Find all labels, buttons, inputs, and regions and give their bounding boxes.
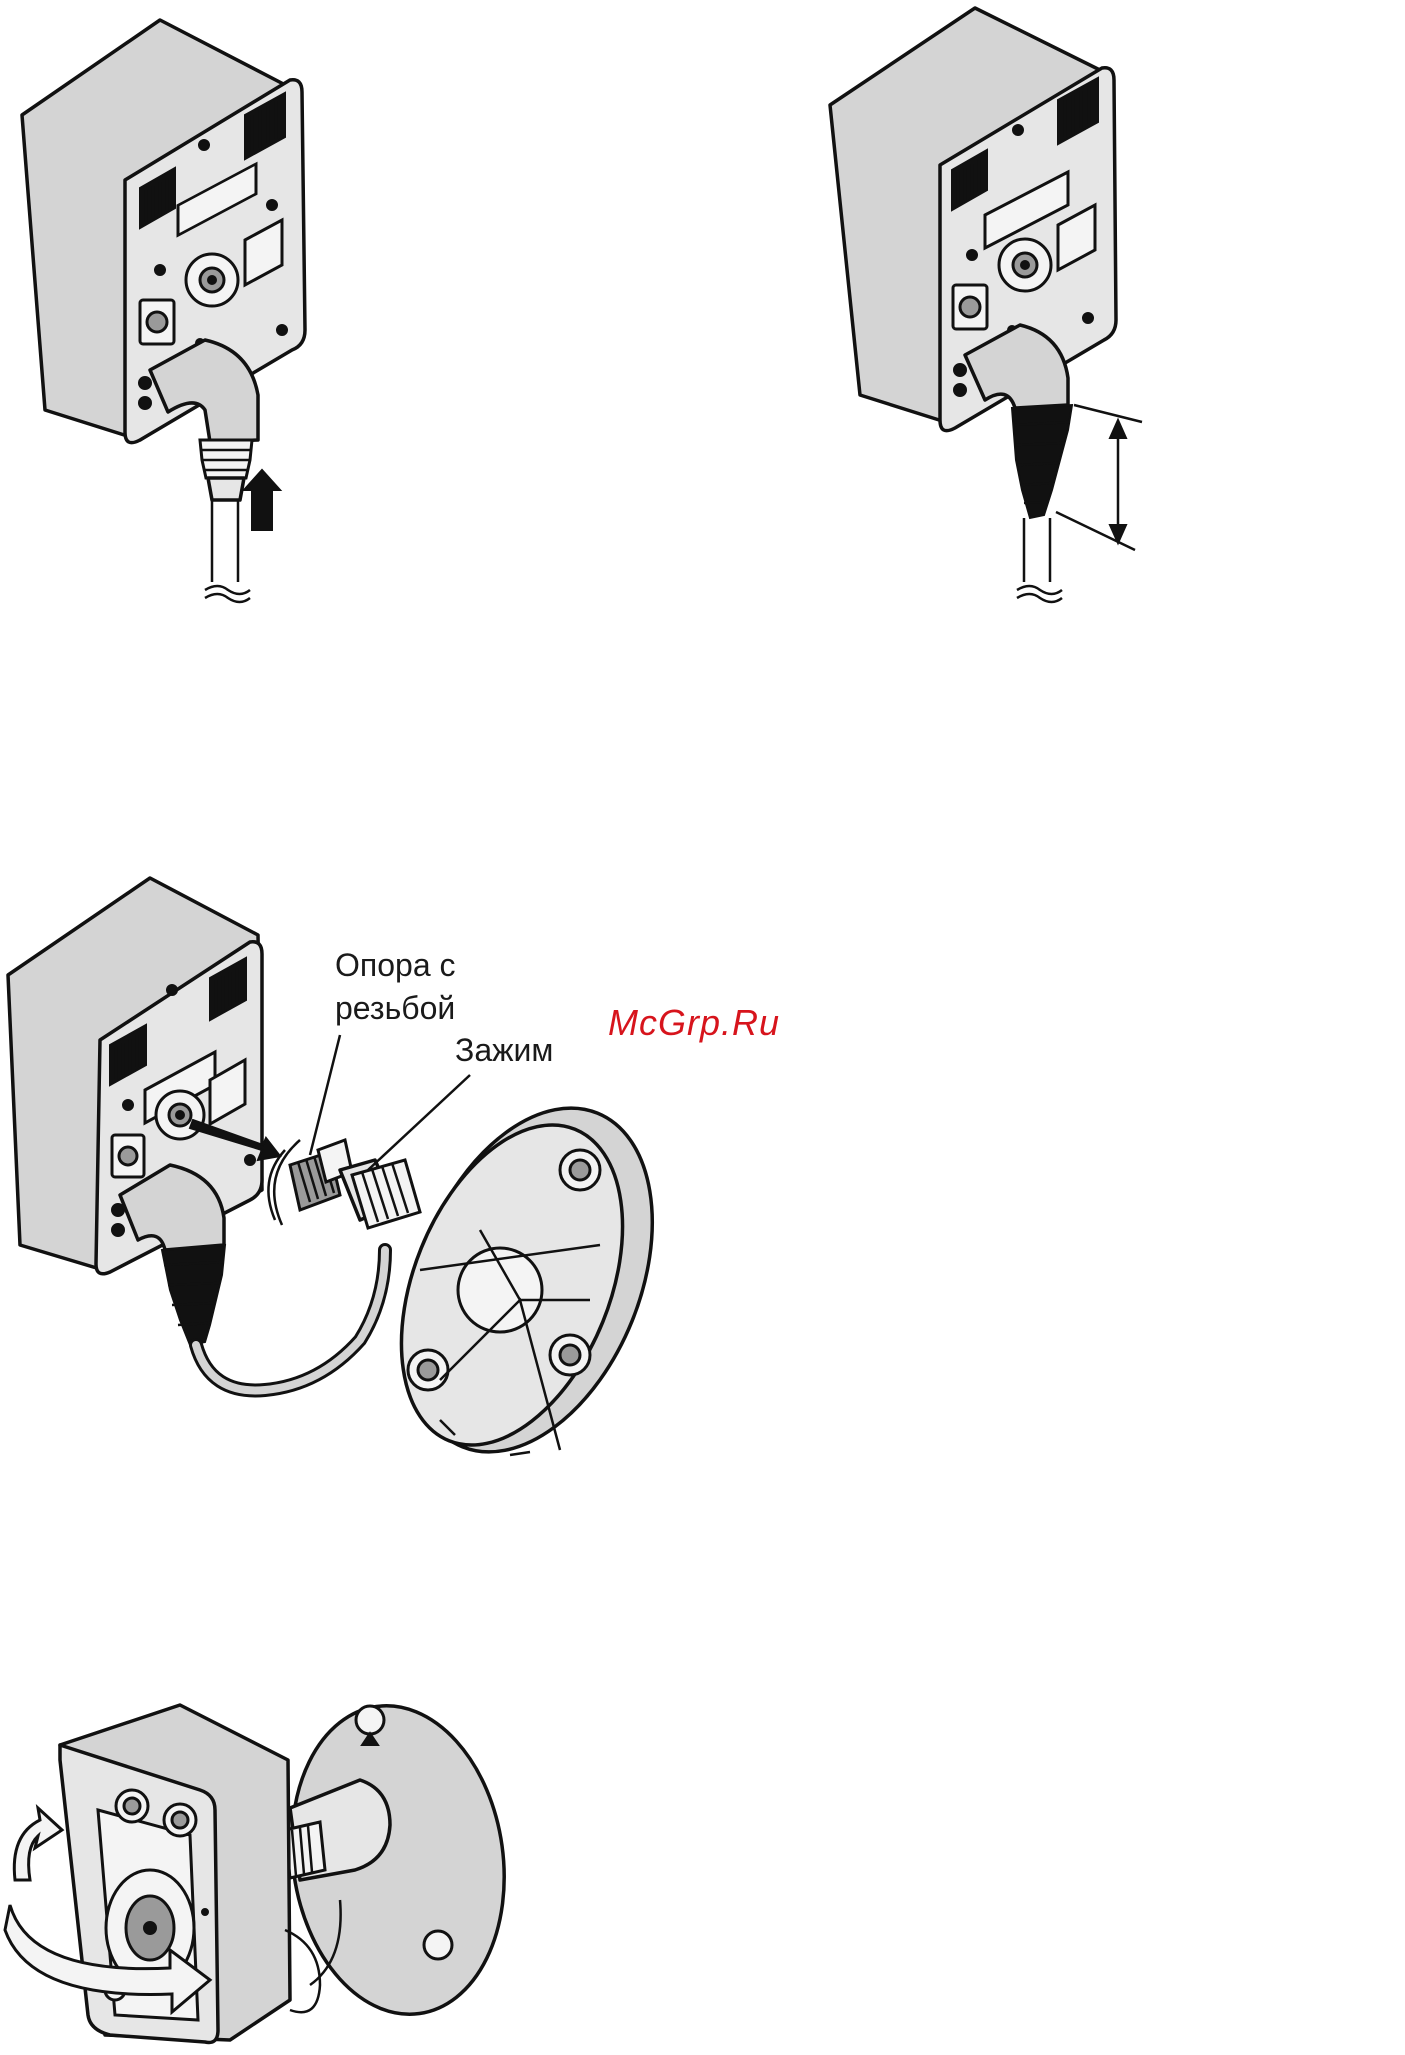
screw-icon [199, 140, 209, 150]
leader-threaded-support [310, 1035, 340, 1155]
label-threaded-support-line1: Опора с [335, 945, 456, 987]
base-screw-hole-d [356, 1706, 384, 1734]
rotate-up-arrow-icon [14, 1808, 62, 1880]
cable-3 [196, 1250, 385, 1390]
figure-1-cable-gland-insert [22, 20, 305, 602]
leader-clamp [368, 1075, 470, 1170]
arrow-head-top-icon [1110, 420, 1126, 438]
label-clamp: Зажим [455, 1030, 553, 1072]
cable-gland-3 [162, 1245, 225, 1345]
label-threaded-support-line2: резьбой [335, 988, 455, 1030]
base-screw-hole-e [424, 1931, 452, 1959]
figure-2-gland-length [830, 8, 1142, 602]
watermark: McGrp.Ru [608, 1002, 780, 1044]
arrow-up-icon [244, 470, 280, 530]
figure-4-rotate-camera [5, 1692, 524, 2043]
